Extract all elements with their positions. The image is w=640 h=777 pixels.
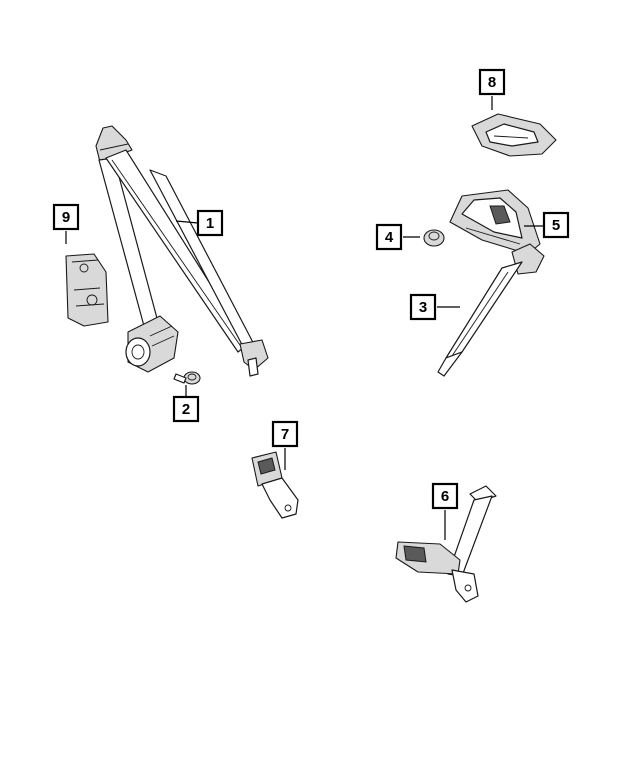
callout-8: 8 [478,68,506,96]
callout-2-label: 2 [182,401,190,418]
callout-3: 3 [409,293,437,321]
callout-5-label: 5 [552,217,560,234]
buckle-part [251,451,299,519]
rear-belt-buckle-part [395,485,497,603]
callout-1-leader [175,220,199,224]
callout-6: 6 [431,482,459,510]
callout-9: 9 [52,203,80,231]
nut-part [423,229,445,247]
seat-belt-assembly-part [95,125,269,377]
callout-1-label: 1 [206,215,214,232]
callout-8-label: 8 [488,74,496,91]
callout-6-label: 6 [441,488,449,505]
adjuster-rail-part [437,243,545,377]
callout-5: 5 [542,211,570,239]
bolt-part [173,371,201,385]
callout-9-label: 9 [62,209,70,226]
height-adjuster-part [449,189,541,255]
callout-4-label: 4 [385,229,394,246]
callout-7-label: 7 [281,426,289,443]
bezel-part [471,113,557,157]
callout-7: 7 [271,420,299,448]
callout-4: 4 [375,223,403,251]
callout-3-label: 3 [419,299,427,316]
trim-cover-part [65,253,109,327]
callout-1: 1 [196,209,224,237]
callout-2: 2 [172,395,200,423]
